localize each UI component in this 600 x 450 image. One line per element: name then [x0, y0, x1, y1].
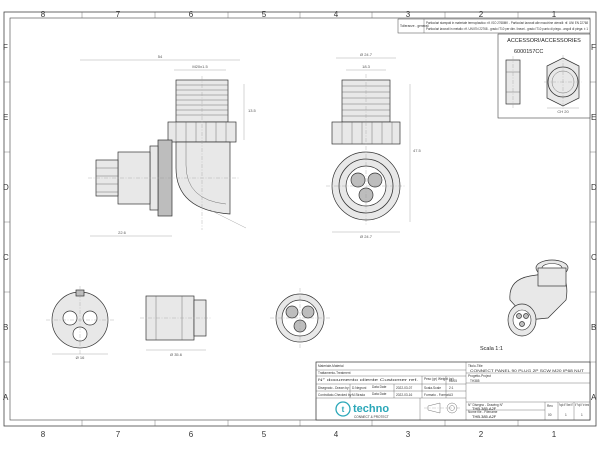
- column-label-4: 4: [334, 10, 339, 19]
- dim-47-5: 47.5: [413, 148, 422, 153]
- side-view-connector: 54 M20x1.5: [80, 54, 257, 237]
- drawn-date-value: 2022-03-07: [396, 386, 413, 390]
- sheets-value: 1: [581, 413, 583, 417]
- row-label-f-right: F: [591, 43, 596, 52]
- format-label: Formato - Format: [424, 393, 449, 397]
- row-label-a-right: A: [591, 393, 597, 402]
- column-label-5-bottom: 5: [262, 430, 267, 439]
- checked-date-label: Data Date: [372, 392, 387, 396]
- drawn-by-value: D.Negroni: [352, 386, 367, 390]
- sheets-label: N° Fogli N° of sheets: [575, 403, 589, 407]
- row-label-e: E: [3, 113, 8, 122]
- column-label-7: 7: [116, 10, 121, 19]
- tolerance-label: Tolleranze - generali: [400, 24, 429, 28]
- techno-logo: t techno CONNECT & PROTECT: [335, 401, 389, 419]
- rev-label: Rev.: [547, 404, 553, 408]
- drawing-number-label: N° Disegno - Drawing N°: [468, 403, 504, 407]
- row-label-b-right: B: [591, 323, 596, 332]
- column-label-1: 1: [552, 10, 557, 19]
- scale-label: Scala-Scale: [424, 386, 441, 390]
- material-label: Materiale-Material: [318, 364, 344, 368]
- weight-label: Peso (gr) Weight (gr): [424, 377, 454, 381]
- nut-front-view: CH 20: [544, 55, 582, 114]
- dim-d16: Ø 16: [76, 355, 85, 360]
- row-label-d: D: [3, 183, 9, 192]
- column-label-4-bottom: 4: [334, 430, 339, 439]
- title-value: CONNECT PANEL 90 PLUG 2P SCW M20 IP68 NU…: [470, 369, 584, 373]
- zone-ticks: [4, 12, 596, 426]
- scale-value: 2:1: [449, 386, 454, 390]
- checked-by-value: M.Strada: [352, 393, 365, 397]
- logo-subtitle: CONNECT & PROTECT: [354, 415, 389, 419]
- title-block: Materiale-Material Trattamento-Treatment…: [315, 361, 591, 421]
- checked-by-label: Controllato-Checked by:: [318, 393, 352, 397]
- accessory-dim: CH 20: [557, 109, 569, 114]
- title-label: Titolo-Title: [468, 364, 483, 368]
- customer-ref-label: N° documento cliente Customer ref.: [318, 378, 418, 382]
- dim-side-height: 13.5: [248, 108, 257, 113]
- logo-text: techno: [353, 403, 389, 415]
- dim-35-6: Ø 35.6: [170, 352, 183, 357]
- scale-note: Scala 1:1: [480, 346, 503, 352]
- rev-value: 00: [548, 413, 552, 417]
- svg-text:t: t: [342, 405, 345, 414]
- plug-side-view: Ø 35.6: [140, 295, 212, 357]
- dim-18-3: 18.3: [362, 64, 371, 69]
- column-label-2-bottom: 2: [479, 430, 484, 439]
- sheet-label: Foglio N° Sheet N°: [559, 403, 573, 407]
- row-label-b: B: [3, 323, 8, 332]
- drawn-by-label: Disegnato - Drawn by:: [318, 386, 350, 390]
- format-value: A3: [449, 393, 453, 397]
- drawing-number-value: THB.385.A2F: [472, 406, 497, 411]
- column-label-3: 3: [406, 10, 411, 19]
- treatment-label: Trattamento-Treatment: [318, 371, 351, 375]
- accessory-code: 6000157CC: [514, 49, 543, 55]
- column-label-6-bottom: 6: [189, 430, 194, 439]
- accessories-box: ACCESSORI/ACCESSORIES 6000157CC CH 20: [497, 33, 591, 119]
- column-label-1-bottom: 1: [552, 430, 557, 439]
- isometric-view: [507, 259, 569, 337]
- column-label-8-bottom: 8: [41, 430, 46, 439]
- column-label-3-bottom: 3: [406, 430, 411, 439]
- row-label-d-right: D: [591, 183, 597, 192]
- tolerance-box: Tolleranze - generali Particolari stampa…: [397, 18, 591, 34]
- row-label-f: F: [3, 43, 8, 52]
- accessories-title: ACCESSORI/ACCESSORIES: [507, 38, 581, 44]
- row-label-a: A: [3, 393, 9, 402]
- filename-value: THB.385.A2F: [472, 414, 497, 419]
- dim-m20: M20x1.5: [192, 64, 208, 69]
- column-label-6: 6: [189, 10, 194, 19]
- tolerance-line-2: Particolari lavorati in metallo: rif. UN…: [426, 27, 588, 31]
- checked-date-value: 2022-03-16: [396, 393, 413, 397]
- row-label-e-right: E: [591, 113, 596, 122]
- dim-front-top: Ø 24.7: [360, 52, 373, 57]
- column-label-5: 5: [262, 10, 267, 19]
- dim-54: 54: [158, 54, 163, 59]
- column-label-7-bottom: 7: [116, 430, 121, 439]
- socket-face-view: [270, 288, 330, 348]
- nut-side-view: [505, 56, 521, 108]
- dim-front-bottom: Ø 24.7: [360, 234, 373, 239]
- weight-value: 18.05: [449, 379, 457, 383]
- filename-label: Nome file - Filename: [468, 410, 498, 414]
- project-label: Progetto-Project: [468, 374, 491, 378]
- row-label-c-right: C: [591, 253, 597, 262]
- drawn-date-label: Data Date: [372, 385, 387, 389]
- project-value: TH385: [470, 379, 480, 383]
- row-label-c: C: [3, 253, 9, 262]
- dim-22-6: 22.6: [118, 230, 127, 235]
- rear-view-connector: Ø 16: [46, 286, 114, 360]
- sheet-value: 1: [565, 413, 567, 417]
- front-view-connector: Ø 24.7 18.3 47.5 Ø 24.7: [326, 52, 422, 239]
- projection-symbol-icon: [424, 402, 460, 414]
- column-label-2: 2: [479, 10, 484, 19]
- column-label-8: 8: [41, 10, 46, 19]
- tolerance-line-1: Particolari stampati in materiale termop…: [426, 21, 588, 25]
